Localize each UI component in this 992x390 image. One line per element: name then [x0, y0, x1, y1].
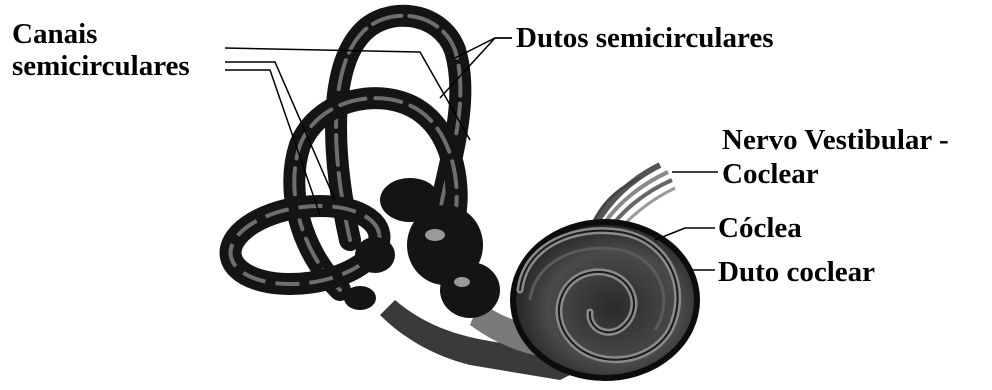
label-nervo-vestibular-line1: Nervo Vestibular -: [722, 124, 949, 156]
label-duto-coclear: Duto coclear: [718, 256, 875, 288]
label-canais-semicirculares-line1: Canais: [12, 18, 97, 50]
cochlea: [513, 222, 697, 378]
label-canais-semicirculares-line2: semicirculares: [12, 50, 190, 82]
label-nervo-vestibular-line2: Coclear: [722, 158, 819, 190]
vestibule-sacs: [344, 178, 500, 318]
label-dutos-semicirculares: Dutos semicirculares: [516, 22, 773, 54]
label-coclea: Cóclea: [718, 212, 802, 244]
